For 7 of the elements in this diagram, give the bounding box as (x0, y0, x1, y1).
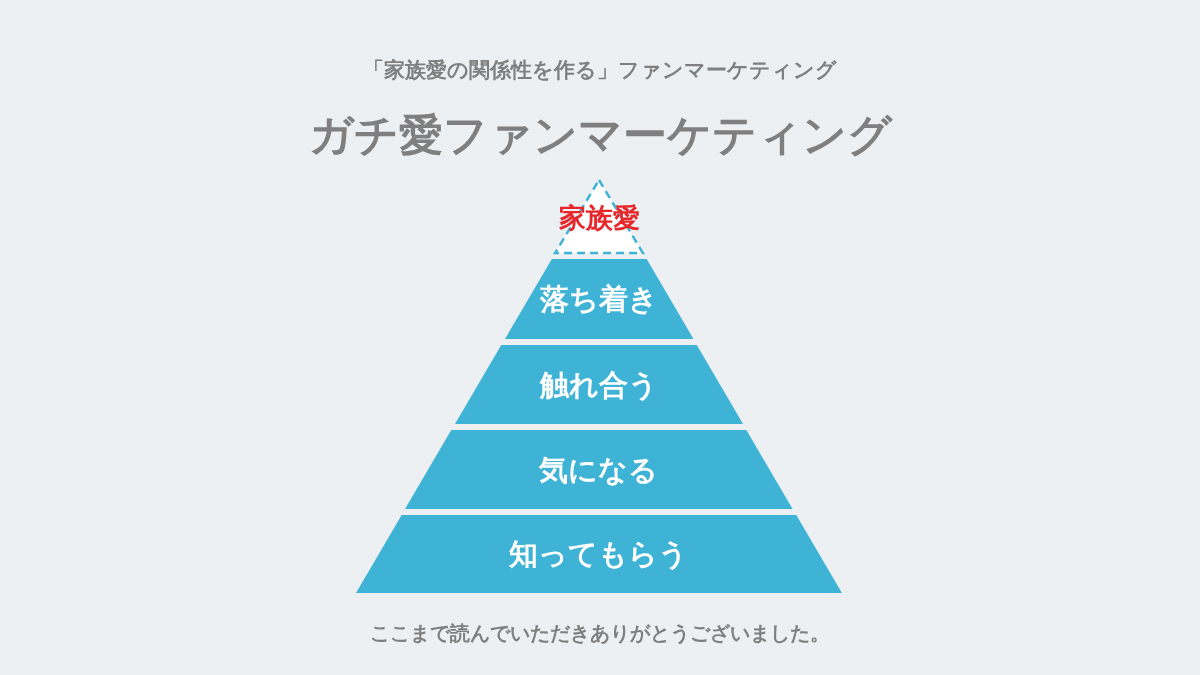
pyramid-level: 知ってもらう (356, 515, 842, 593)
pyramid-level: 触れ合う (454, 345, 743, 424)
subtitle: 「家族愛の関係性を作る」ファンマーケティング (362, 57, 838, 84)
closing-note: ここまで読んでいただきありがとうございました。 (369, 620, 831, 647)
pyramid-level: 気になる (405, 430, 793, 509)
title: ガチ愛ファンマーケティング (307, 108, 894, 162)
pyramid-level: 落ち着き (504, 259, 694, 339)
